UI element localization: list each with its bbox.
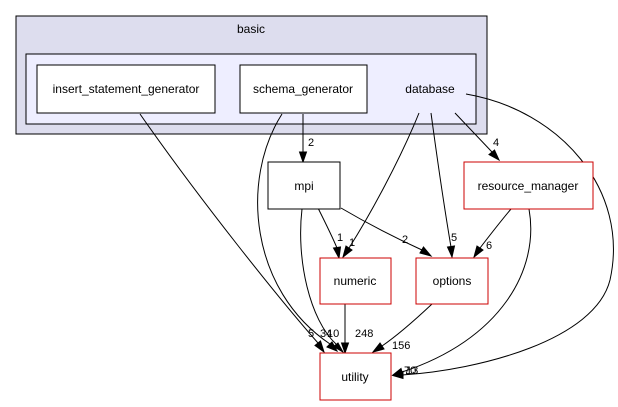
node-schema-generator[interactable]: schema_generator bbox=[239, 64, 368, 114]
edge-resource-to-utility bbox=[401, 208, 532, 373]
node-numeric[interactable]: numeric bbox=[319, 257, 392, 305]
edge-label-schema-to-mpi: 2 bbox=[308, 137, 314, 149]
node-mpi[interactable]: mpi bbox=[267, 161, 341, 210]
edge-insert-to-utility bbox=[139, 113, 319, 344]
node-options-label: options bbox=[433, 274, 472, 288]
arrowhead-mpi-to-numeric bbox=[332, 246, 342, 260]
edge-options-to-utility bbox=[381, 303, 433, 347]
edge-label-options-to-utility: 156 bbox=[392, 340, 410, 352]
edge-resource-to-options bbox=[479, 208, 512, 249]
arrowhead-numeric-to-utility bbox=[340, 342, 350, 355]
edge-label-database-to-options: 5 bbox=[451, 232, 457, 244]
arrowhead-database-to-options bbox=[446, 245, 456, 259]
arrowhead-mpi-to-utility bbox=[332, 342, 345, 354]
edge-label-mpi-to-numeric: 1 bbox=[337, 232, 343, 244]
edge-label-numeric-to-utility: 248 bbox=[355, 328, 373, 340]
cluster-database-label: database bbox=[405, 82, 455, 96]
edge-schema-to-utility bbox=[257, 113, 331, 345]
edge-label-database-to-numeric: 1 bbox=[349, 237, 355, 249]
node-utility-label: utility bbox=[341, 370, 368, 384]
node-options-box bbox=[415, 257, 489, 305]
node-schema-generator-box bbox=[239, 64, 368, 114]
edge-label-mpi-to-utility: 34 bbox=[320, 328, 332, 340]
node-resource-manager-box bbox=[463, 161, 594, 210]
arrowhead-resource-to-utility bbox=[391, 367, 404, 377]
node-insert-statement-generator-label: insert_statement_generator bbox=[53, 82, 200, 96]
arrowhead-resource-to-options bbox=[473, 245, 484, 259]
arrowhead-schema-to-mpi bbox=[298, 151, 308, 164]
node-numeric-box bbox=[319, 257, 392, 305]
node-insert-statement-generator-box bbox=[36, 64, 216, 114]
node-insert-statement-generator[interactable]: insert_statement_generator bbox=[36, 64, 216, 114]
edge-database-to-options bbox=[430, 112, 452, 248]
node-resource-manager-label: resource_manager bbox=[478, 179, 579, 193]
edge-database-to-numeric bbox=[348, 112, 420, 249]
edge-mpi-to-options bbox=[340, 207, 423, 251]
node-schema-generator-label: schema_generator bbox=[253, 82, 353, 96]
edge-database-to-utility bbox=[401, 93, 614, 376]
node-options[interactable]: options bbox=[415, 257, 489, 305]
edge-label-insert-to-utility: 5 bbox=[308, 328, 314, 340]
arrowhead-database-to-numeric bbox=[342, 245, 353, 259]
node-utility-box bbox=[319, 352, 392, 401]
node-mpi-label: mpi bbox=[294, 179, 313, 193]
edge-label-resource-to-utility: 13 bbox=[406, 365, 418, 377]
edge-mpi-to-utility bbox=[300, 208, 337, 345]
arrowhead-mpi-to-options bbox=[419, 246, 433, 257]
edge-mpi-to-numeric bbox=[317, 207, 338, 249]
edge-label-resource-to-options: 6 bbox=[486, 240, 492, 252]
node-numeric-label: numeric bbox=[334, 274, 377, 288]
edge-label-database-to-resource: 4 bbox=[493, 137, 499, 149]
arrowhead-options-to-utility bbox=[371, 342, 385, 353]
arrowhead-database-to-resource bbox=[488, 149, 501, 162]
edges: 2 4 1 2 1 5 6 5 10 3 bbox=[139, 93, 614, 380]
node-resource-manager[interactable]: resource_manager bbox=[463, 161, 594, 210]
cluster-basic-label: basic bbox=[237, 22, 265, 36]
edge-database-to-resource bbox=[454, 112, 493, 153]
node-utility[interactable]: utility bbox=[319, 352, 392, 401]
node-mpi-box bbox=[267, 161, 341, 210]
arrowhead-insert-to-utility bbox=[314, 340, 325, 354]
edge-label-mpi-to-options: 2 bbox=[402, 234, 408, 246]
